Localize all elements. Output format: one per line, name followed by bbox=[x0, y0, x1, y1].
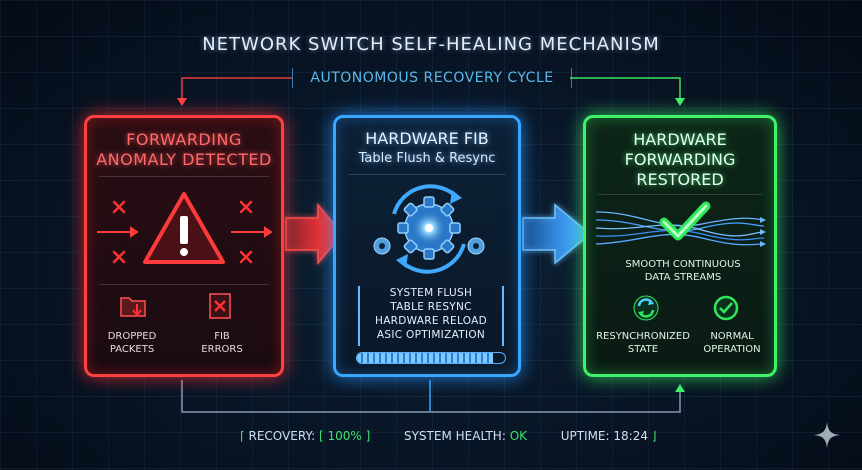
progress-fill bbox=[357, 353, 494, 363]
anomaly-heading-line-2: ANOMALY DETECTED bbox=[96, 150, 272, 169]
resync-steps: SYSTEM FLUSH TABLE RESYNC HARDWARE RELOA… bbox=[358, 286, 504, 346]
restored-heading-line-1: HARDWARE bbox=[633, 130, 727, 149]
checkmark-icon bbox=[659, 201, 711, 241]
stream-caption-line-1: SMOOTH CONTINUOUS bbox=[625, 259, 741, 270]
recovery-label: RECOVERY: bbox=[248, 429, 316, 443]
anomaly-panel: FORWARDING ANOMALY DETECTED bbox=[84, 115, 284, 377]
uptime-value: 18:24 bbox=[613, 429, 648, 443]
resync-panel: HARDWARE FIB Table Flush & Resync bbox=[333, 115, 521, 377]
arrow-resync-to-restored bbox=[522, 203, 592, 265]
divider bbox=[99, 176, 269, 177]
resync-subheading: Table Flush & Resync bbox=[358, 151, 496, 166]
fib-errors-label: FIB ERRORS bbox=[187, 330, 257, 356]
anomaly-heading: FORWARDING ANOMALY DETECTED bbox=[87, 130, 281, 170]
health-value: OK bbox=[509, 429, 528, 443]
resync-icon bbox=[633, 295, 659, 321]
anomaly-heading-line-1: FORWARDING bbox=[126, 130, 242, 149]
sparkle-icon bbox=[814, 422, 840, 448]
health-label: SYSTEM HEALTH: bbox=[403, 429, 506, 443]
packet-arrows bbox=[97, 226, 273, 238]
data-streams-graphic bbox=[595, 211, 766, 247]
normal-operation-line-1: NORMAL bbox=[710, 331, 754, 342]
resynchronized-state-label: RESYNCHRONIZED STATE bbox=[590, 330, 696, 356]
resynchronized-line-1: RESYNCHRONIZED bbox=[596, 331, 690, 342]
divider bbox=[598, 194, 762, 195]
check-circle-icon bbox=[713, 295, 739, 321]
recovery-value: [ 100% ] bbox=[319, 429, 371, 443]
bottom-loop-connector bbox=[181, 380, 685, 413]
fib-errors-line-2: ERRORS bbox=[201, 344, 243, 355]
x-mark-icon bbox=[112, 200, 253, 264]
step-item: TABLE RESYNC bbox=[390, 301, 472, 313]
warning-triangle-icon bbox=[143, 192, 225, 264]
step-item: SYSTEM FLUSH bbox=[389, 287, 473, 299]
page-title: NETWORK SWITCH SELF-HEALING MECHANISM bbox=[202, 34, 660, 55]
folder-icon bbox=[120, 297, 146, 317]
top-loop-connector bbox=[177, 77, 685, 106]
divider bbox=[348, 174, 506, 175]
restored-heading: HARDWARE FORWARDING RESTORED bbox=[586, 130, 774, 190]
gears-icon bbox=[373, 184, 485, 274]
restored-heading-line-2: FORWARDING bbox=[624, 150, 736, 169]
anomaly-illustration bbox=[97, 192, 273, 264]
restored-heading-line-3: RESTORED bbox=[636, 170, 724, 189]
fib-errors-line-1: FIB bbox=[214, 331, 230, 342]
arrow-anomaly-to-resync bbox=[285, 202, 343, 266]
divider bbox=[99, 284, 269, 285]
fib-error-icon bbox=[209, 293, 231, 319]
uptime-label: UPTIME: bbox=[560, 429, 610, 443]
stream-caption: SMOOTH CONTINUOUS DATA STREAMS bbox=[596, 258, 770, 284]
normal-operation-line-2: OPERATION bbox=[703, 344, 761, 355]
dropped-packets-line-2: PACKETS bbox=[109, 344, 155, 355]
resynchronized-line-2: STATE bbox=[627, 344, 659, 355]
dropped-packets-line-1: DROPPED bbox=[107, 331, 157, 342]
status-bar: ⌈ RECOVERY: [ 100% ] SYSTEM HEALTH: OK U… bbox=[240, 429, 657, 443]
resync-heading: HARDWARE FIB bbox=[365, 129, 489, 148]
step-item: ASIC OPTIMIZATION bbox=[376, 329, 486, 341]
normal-operation-label: NORMAL OPERATION bbox=[694, 330, 770, 356]
resync-progress-bar bbox=[356, 352, 506, 364]
stream-caption-line-2: DATA STREAMS bbox=[644, 272, 722, 283]
dropped-packets-label: DROPPED PACKETS bbox=[97, 330, 167, 356]
restored-panel: HARDWARE FORWARDING RESTORED SMOO bbox=[583, 115, 777, 377]
step-item: HARDWARE RELOAD bbox=[375, 315, 487, 327]
